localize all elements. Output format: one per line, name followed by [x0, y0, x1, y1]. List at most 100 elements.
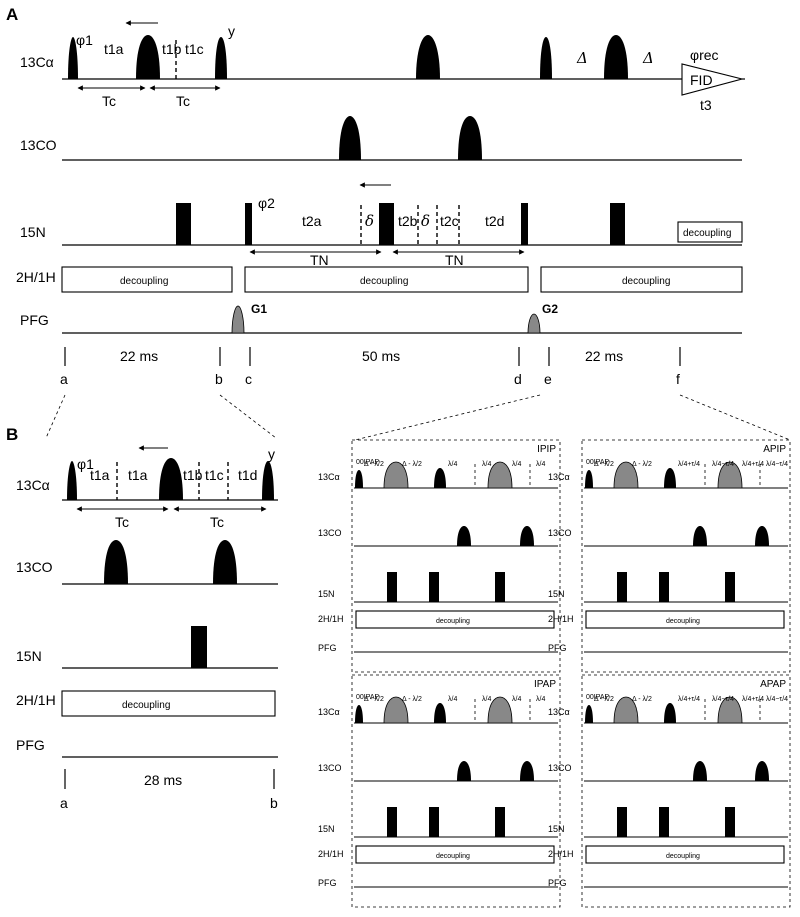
subpanel-decoupling-box — [355, 845, 555, 864]
subpanel-decoupling-box — [585, 610, 785, 629]
subpanel-ca-gray-pulse-2 — [717, 461, 743, 489]
subpanel-header: 00IPAP — [586, 694, 610, 701]
subpanel-delay-label: Δ - λ/2 — [594, 696, 614, 703]
subpanel-delay-label: Δ - λ/2 — [364, 461, 384, 468]
subpanel-ca-label: 13Cα — [548, 472, 570, 482]
subpanel-co-pulse-1 — [693, 761, 707, 781]
subpanel-co-pulse-2 — [755, 761, 769, 781]
subpanel-ca-pulse-1 — [355, 470, 363, 488]
subpanel-co-pulse-2 — [520, 526, 534, 546]
tn-label-2: TN — [445, 252, 464, 268]
subpanel-n-pulse-2 — [429, 572, 439, 602]
subpanel-ca-gray-pulse-2 — [487, 696, 513, 724]
g2-gradient — [527, 313, 541, 334]
panel-a-letter: A — [6, 5, 18, 24]
h-decoupling-box-1 — [61, 266, 233, 293]
subpanel-h-label: 2H/1H — [548, 849, 574, 859]
subpanel-delay-label: Δ - λ/2 — [632, 461, 652, 468]
fid-label: FID — [690, 72, 713, 88]
b-ca-channel-label: 13Cα — [16, 477, 50, 493]
ca-selective-pulse-5 — [540, 37, 552, 79]
subpanel-co-label: 13CO — [318, 763, 342, 773]
delta-label-2: Δ — [642, 49, 654, 67]
n-pulse-2 — [245, 203, 252, 245]
n-decoupling-box — [677, 221, 743, 243]
subpanel-n-pulse-3 — [495, 572, 505, 602]
t2c-label: t2c — [440, 213, 459, 229]
co-selective-pulse-1 — [339, 116, 361, 160]
n-delta-label-2: δ — [421, 212, 430, 230]
ca-selective-pulse-4 — [416, 35, 440, 79]
t1c-label: t1c — [185, 41, 204, 57]
n-channel-label: 15N — [20, 224, 46, 240]
ca-channel-label: 13Cα — [20, 54, 54, 70]
b-point-a-label: a — [60, 795, 68, 811]
point-b-label: b — [215, 371, 223, 387]
time-cd-label: 50 ms — [362, 348, 400, 364]
subpanel-delay-label: λ/4−τ/4 — [766, 696, 788, 703]
g1-label: G1 — [251, 302, 267, 316]
subpanel-ca-pulse-1 — [585, 705, 593, 723]
subpanel-delay-label: λ/4 — [512, 696, 521, 703]
subpanel-n-pulse-1 — [617, 807, 627, 837]
g2-label: G2 — [542, 302, 558, 316]
subpanel-ca-pulse-2 — [664, 468, 676, 488]
subpanel-delay-label: λ/4−τ/4 — [712, 696, 734, 703]
subpanel-n-label: 15N — [548, 824, 565, 834]
subpanel-delay-label: λ/4+τ/4 — [742, 696, 764, 703]
subpanel-ca-label: 13Cα — [318, 707, 340, 717]
subpanel-frame — [351, 674, 561, 908]
subpanel-delay-label: Δ - λ/2 — [594, 461, 614, 468]
subpanel-decoupling-box — [355, 610, 555, 629]
subpanel-delay-label: λ/4 — [448, 696, 457, 703]
subpanel-decoupling-label: decoupling — [436, 618, 470, 625]
zoom-line-f — [679, 394, 791, 441]
ca-selective-pulse-1 — [68, 37, 78, 79]
panel-a-ca-channel: 13Cα φ1 t1a t1b t1c y Tc Tc Δ Δ φrec FID — [20, 20, 745, 113]
time-ab-label: 22 ms — [120, 348, 158, 364]
subpanel-co-pulse-2 — [520, 761, 534, 781]
point-f-label: f — [676, 371, 680, 387]
point-c-label: c — [245, 371, 252, 387]
subpanel-co-pulse-1 — [693, 526, 707, 546]
subpanel-ca-label: 13Cα — [548, 707, 570, 717]
b-time-ab-label: 28 ms — [144, 772, 182, 788]
subpanel-co-pulse-1 — [457, 526, 471, 546]
co-channel-label: 13CO — [20, 137, 57, 153]
h-decoupling-label-1: decoupling — [120, 276, 168, 287]
t1b-label: t1b — [162, 41, 182, 57]
subpanel-co-label: 13CO — [548, 763, 572, 773]
subpanel-delay-label: λ/4−τ/4 — [712, 461, 734, 468]
subpanel-co-pulse-2 — [755, 526, 769, 546]
subpanel-ca-pulse-2 — [434, 468, 446, 488]
zoom-line-b — [219, 394, 277, 439]
subpanel-decoupling-label: decoupling — [436, 853, 470, 860]
subpanel-frame — [351, 439, 561, 673]
phi-rec-label: φrec — [690, 47, 719, 63]
subpanel-pfg-label: PFG — [318, 878, 337, 888]
zoom-line-a — [45, 394, 66, 439]
subpanel-n-pulse-1 — [387, 572, 397, 602]
subpanel-header: 00IPAP — [586, 459, 610, 466]
b-y-label: y — [268, 446, 275, 462]
g1-gradient — [231, 305, 245, 334]
co-selective-pulse-2 — [458, 116, 482, 160]
subpanel-co-label: 13CO — [318, 528, 342, 538]
subpanel-delay-label: Δ - λ/2 — [402, 696, 422, 703]
subpanel-title: IPIP — [537, 444, 556, 455]
ca-selective-pulse-6 — [604, 35, 628, 79]
h-decoupling-box-2 — [244, 266, 529, 293]
panel-b-timing: 28 ms a b — [60, 769, 278, 811]
panel-b-n-channel: 15N — [16, 626, 278, 669]
y-phase-label: y — [228, 23, 235, 39]
subpanel-co-label: 13CO — [548, 528, 572, 538]
ca-selective-pulse-2 — [136, 35, 160, 79]
subpanel-decoupling-box — [585, 845, 785, 864]
b-h-decoupling-label: decoupling — [122, 700, 170, 711]
